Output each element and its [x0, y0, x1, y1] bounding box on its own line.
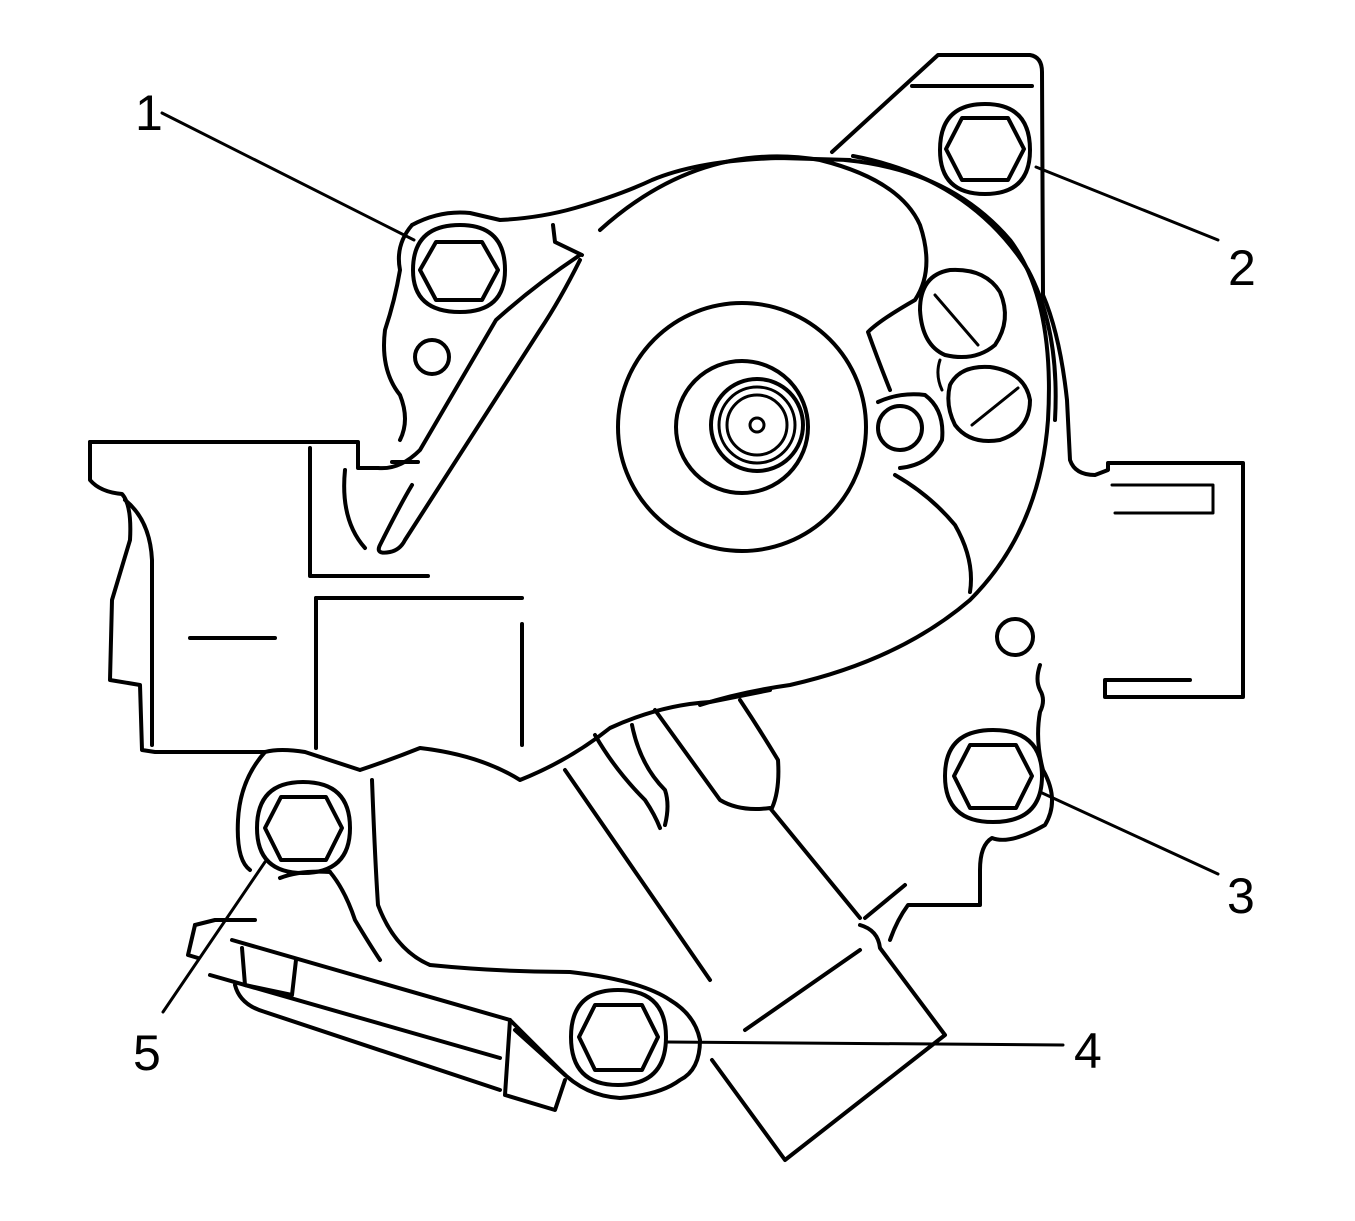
leader-line-3 [1038, 790, 1220, 876]
bolts [255, 102, 1044, 1087]
pump-body [598, 154, 1051, 707]
housing-outline [88, 53, 1245, 942]
leader-line-5 [161, 860, 267, 1014]
callout-3: 3 [1227, 868, 1255, 924]
bolt-5 [255, 780, 352, 875]
dowel-holes [413, 338, 1035, 657]
bolt-3 [943, 728, 1044, 824]
dowel-hole-left [413, 338, 451, 376]
dowel-hole-right [995, 617, 1035, 657]
lower-flange [186, 698, 947, 1162]
callout-5: 5 [133, 1025, 161, 1081]
leader-lines [160, 111, 1220, 1047]
leader-line-1 [160, 111, 416, 242]
leader-line-2 [1034, 165, 1220, 242]
callout-labels: 1 2 3 4 5 [133, 85, 1256, 1081]
bolt-1 [411, 223, 507, 314]
callout-2: 2 [1228, 240, 1256, 296]
bolt-2 [938, 102, 1032, 196]
leader-line-4 [665, 1040, 1065, 1047]
callout-4: 4 [1074, 1023, 1102, 1079]
callout-1: 1 [135, 85, 163, 141]
bolt-4 [569, 988, 668, 1087]
